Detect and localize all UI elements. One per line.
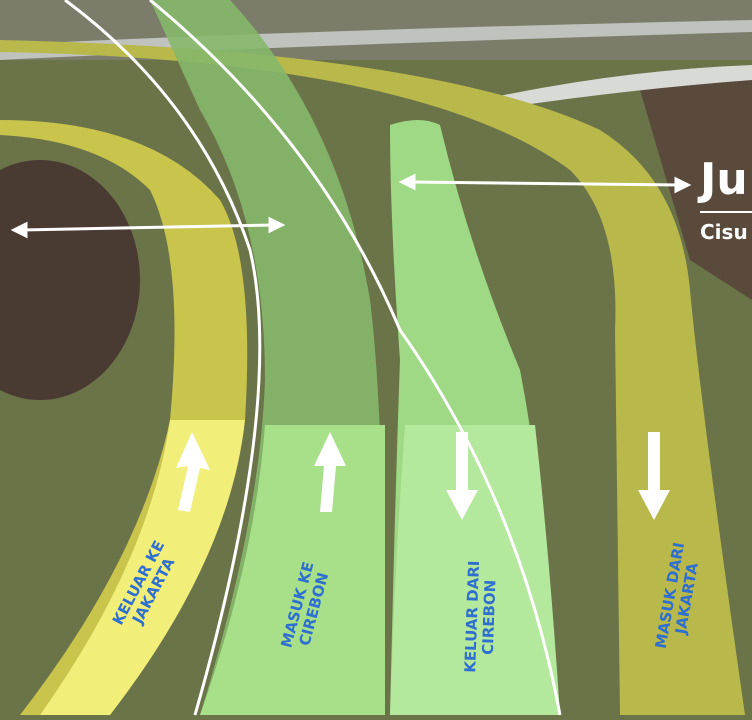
overlay-title: Ju <box>700 154 748 205</box>
road-masuk-dari-jakarta <box>0 40 745 715</box>
arrow-up-icon <box>314 432 346 512</box>
road-masuk-ke-cirebon-highlight <box>200 425 385 715</box>
width-arrow-left <box>10 216 286 239</box>
lane-label-keluar-dari-cirebon: KELUAR DARI CIREBON <box>461 560 500 673</box>
guide-curve-left <box>64 0 262 716</box>
road-keluar-dari-cirebon-highlight <box>390 425 560 715</box>
arrow-down-icon <box>446 432 478 520</box>
road-keluar-ke-jakarta <box>0 120 248 715</box>
distant-road <box>480 65 752 110</box>
arrow-up-icon <box>176 432 210 512</box>
brown-field-right <box>640 70 752 300</box>
brown-field <box>0 160 140 400</box>
overlay-subtitle: Cisu <box>700 220 748 244</box>
width-arrow-right <box>398 173 692 194</box>
title-divider <box>700 211 752 213</box>
arrow-down-icon <box>638 432 670 520</box>
guide-curve-right <box>149 0 562 716</box>
